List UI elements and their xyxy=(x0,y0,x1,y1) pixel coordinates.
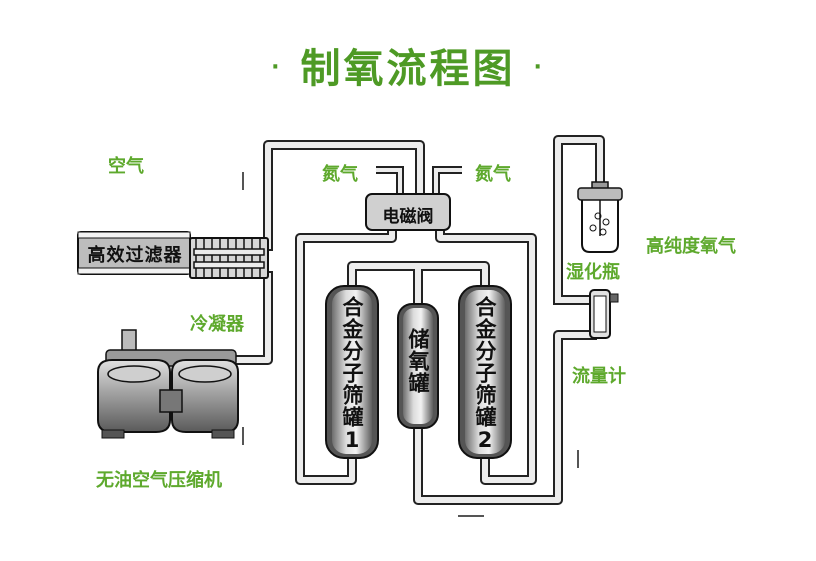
sieve-tank-1-label: 合金分子筛罐1 xyxy=(340,296,364,453)
flowmeter-label: 流量计 xyxy=(572,366,626,387)
nitrogen-label-right: 氮气 xyxy=(475,164,511,185)
humidifier-label: 湿化瓶 xyxy=(566,262,620,283)
high-purity-oxygen-label: 高纯度氧气 xyxy=(646,236,736,257)
nitrogen-vent-right xyxy=(432,166,462,196)
title-dot-left: · xyxy=(271,54,283,80)
filter-unit xyxy=(77,231,191,275)
filter-label: 高效过滤器 xyxy=(87,245,183,266)
nitrogen-label-left: 氮气 xyxy=(322,164,358,185)
diagram-title: · 制氧流程图 · xyxy=(0,36,816,94)
condenser-unit xyxy=(189,237,269,279)
flowmeter xyxy=(589,289,619,339)
sieve-tank-2-label: 合金分子筛罐2 xyxy=(473,296,497,453)
air-label: 空气 xyxy=(108,156,144,177)
storage-tank-label: 储氧罐 xyxy=(406,328,430,394)
compressor-unit xyxy=(97,329,239,439)
sieve-tank-2 xyxy=(458,285,512,459)
humidifier-bottle xyxy=(577,181,623,253)
title-text: 制氧流程图 xyxy=(300,46,516,92)
storage-tank xyxy=(397,303,439,429)
condenser-label: 冷凝器 xyxy=(190,314,244,335)
nitrogen-vent-left xyxy=(376,166,404,196)
pipes xyxy=(233,135,605,505)
solenoid-valve-label: 电磁阀 xyxy=(382,207,434,227)
sieve-tank-1 xyxy=(325,285,379,459)
solenoid-valve xyxy=(365,193,451,231)
pipe-break-marks xyxy=(242,172,579,517)
compressor-label: 无油空气压缩机 xyxy=(96,470,222,491)
title-dot-right: · xyxy=(533,54,545,80)
